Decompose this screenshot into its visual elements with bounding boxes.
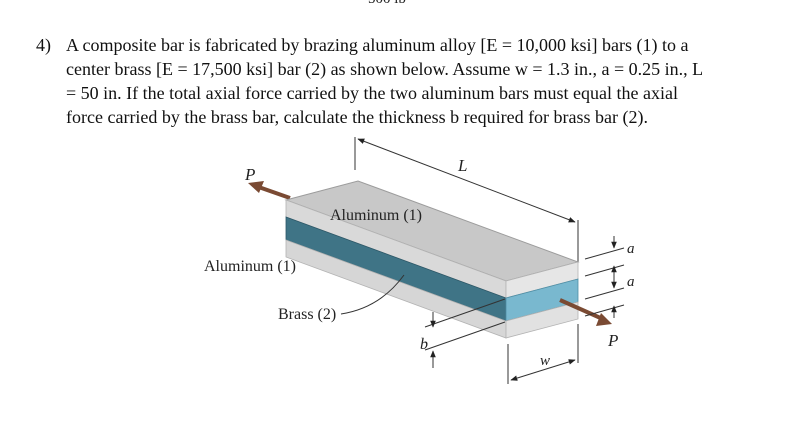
problem-line-4: force carried by the brass bar, calculat… — [66, 107, 649, 127]
aluminum-top-label: Aluminum (1) — [330, 207, 422, 224]
bottom-aluminum-end — [505, 301, 579, 339]
left-load-arrowhead — [248, 181, 264, 193]
brass-label: Brass (2) — [278, 306, 336, 323]
a-ext-1 — [584, 247, 625, 260]
right-p-label: P — [607, 331, 618, 350]
brass-leader — [340, 274, 405, 315]
a-upper-label: a — [627, 241, 635, 257]
right-load-arrowhead — [596, 313, 612, 326]
l-label: L — [457, 156, 467, 175]
right-load-arrow — [559, 298, 606, 322]
problem-line-3: = 50 in. If the total axial force carrie… — [66, 83, 678, 103]
a-ext-2 — [584, 264, 625, 277]
w-label: w — [540, 353, 550, 369]
b-label: b — [420, 336, 428, 353]
a-ext-4 — [584, 304, 625, 317]
problem-number: 4) — [36, 35, 51, 55]
a-ext-3 — [584, 287, 625, 300]
w-dimension-line — [510, 359, 576, 381]
b-ext-2 — [424, 321, 506, 351]
problem-line-2: center brass [E = 17,500 ksi] bar (2) as… — [66, 59, 704, 79]
b-ext-1 — [424, 298, 506, 328]
left-p-label: P — [244, 165, 255, 184]
a-lower-label: a — [627, 274, 635, 290]
problem-line-1: A composite bar is fabricated by brazing… — [66, 35, 689, 55]
aluminum-left-label: Aluminum (1) — [204, 258, 296, 275]
l-dimension-line — [357, 138, 576, 223]
top-cropped-text: 500 lb — [368, 0, 406, 8]
